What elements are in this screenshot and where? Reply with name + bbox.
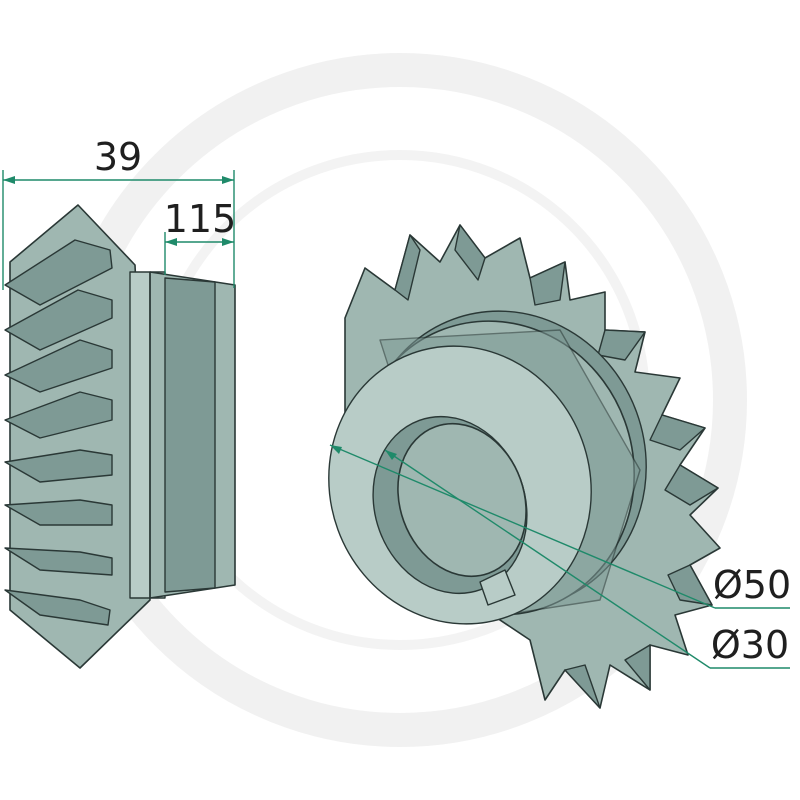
overall-width-label: 39 xyxy=(94,135,142,179)
bevel-gear-side-view xyxy=(4,204,236,669)
outer-diameter-label: Ø50 xyxy=(713,563,791,607)
perspective-view-teeth xyxy=(394,224,719,709)
hub-width-label: 115 xyxy=(164,197,237,241)
dimension-hub-width: 115 xyxy=(164,197,237,275)
dimension-overall-width: 39 xyxy=(2,135,235,290)
side-view-teeth xyxy=(4,239,113,626)
dimension-bore-diameter: Ø30 xyxy=(384,449,790,669)
bore-diameter-label: Ø30 xyxy=(711,623,789,667)
dimension-outer-diameter: Ø50 xyxy=(329,444,791,609)
bevel-gear-perspective-view xyxy=(328,224,721,709)
